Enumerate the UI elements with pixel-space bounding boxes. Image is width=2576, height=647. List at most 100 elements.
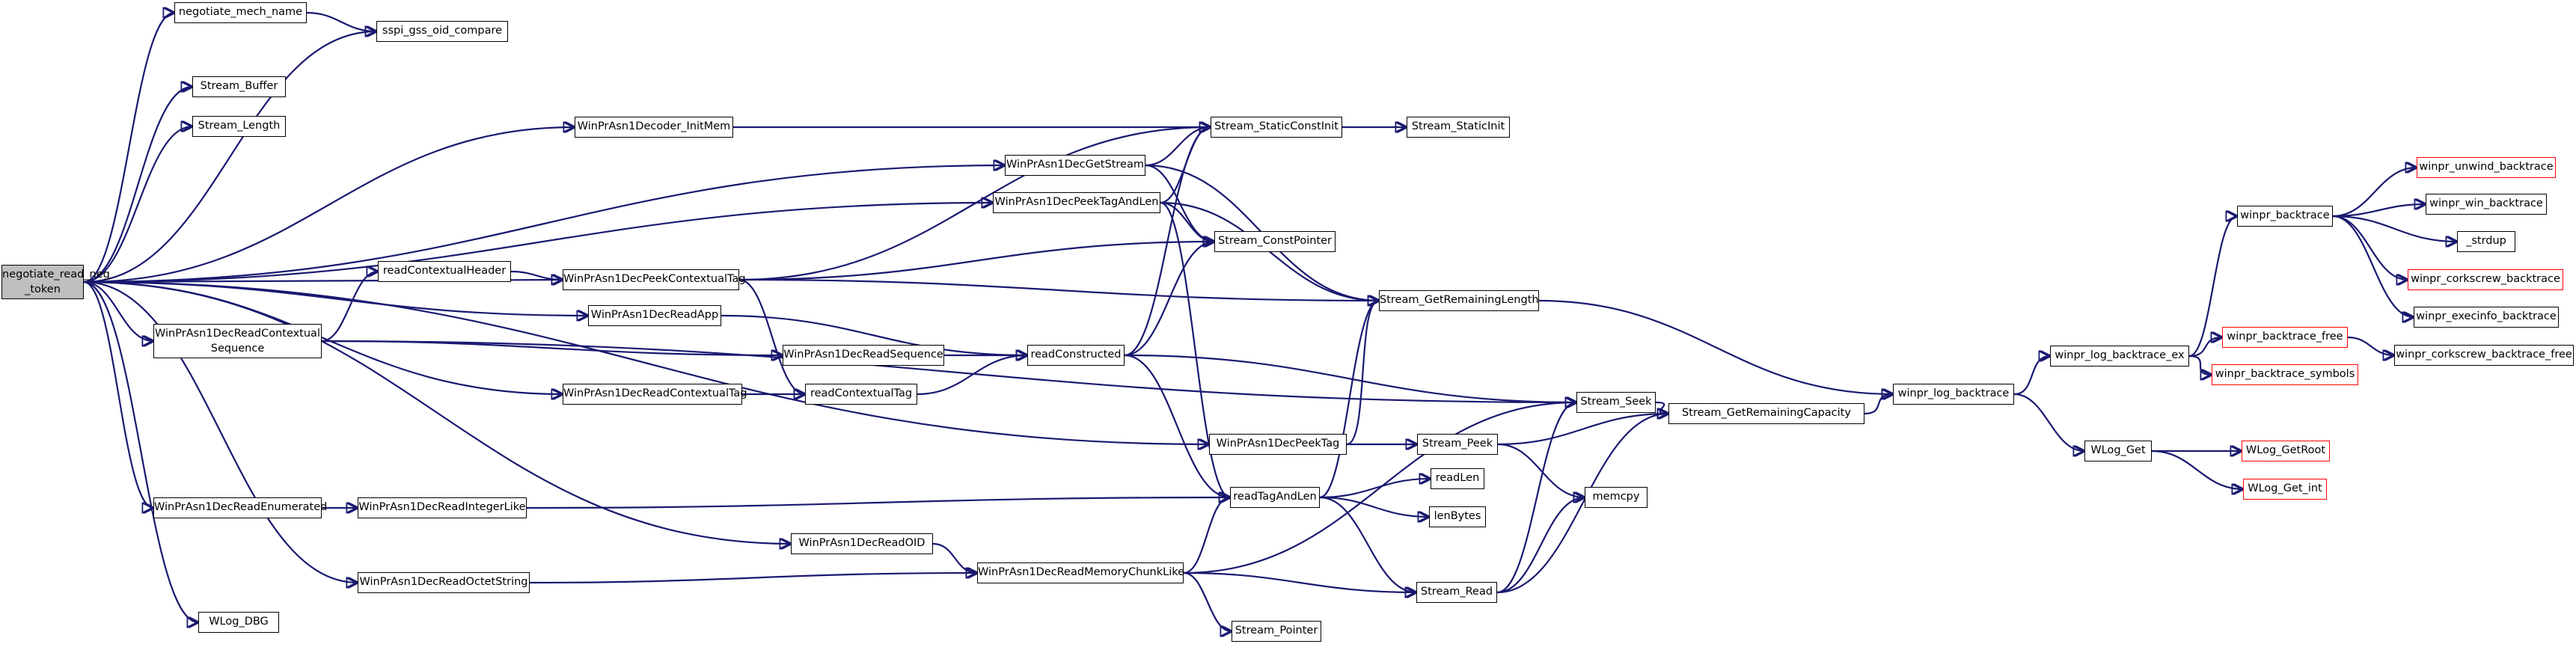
node-negotiate-mech-name[interactable]: negotiate_mech_name	[174, 2, 307, 23]
node-winpr-corkscrew-backtrace-free[interactable]: winpr_corkscrew_backtrace_free	[2394, 345, 2574, 366]
node-winprasn1-dec-peek-tag-and-len[interactable]: WinPrAsn1DecPeekTagAndLen	[993, 192, 1160, 213]
node-winpr-unwind-backtrace[interactable]: winpr_unwind_backtrace	[2417, 157, 2556, 178]
edge-readTagAndLen-to-readLen	[1319, 479, 1431, 499]
node-label: winpr_log_backtrace_ex	[2055, 349, 2185, 361]
node-read-contextual-header[interactable]: readContextualHeader	[378, 261, 511, 282]
node-stream-static-init[interactable]: Stream_StaticInit	[1407, 117, 1510, 138]
node-winpr-backtrace-free[interactable]: winpr_backtrace_free	[2222, 327, 2348, 348]
node-label: Stream_ConstPointer	[1217, 235, 1333, 247]
node-label: sspi_gss_oid_compare	[382, 25, 503, 37]
node-winprasn1-dec-read-app[interactable]: WinPrAsn1DecReadApp	[588, 305, 721, 326]
node-stream-peek[interactable]: Stream_Peek	[1417, 434, 1498, 455]
node-winprasn1-dec-read-integer-like[interactable]: WinPrAsn1DecReadIntegerLike	[358, 497, 527, 518]
edge-root-to-Stream_Buffer	[83, 87, 192, 283]
node-label: readLen	[1435, 472, 1480, 484]
node-strdup[interactable]: _strdup	[2457, 231, 2515, 252]
edge-readContextualHeader-to-WinPrAsn1DecPeekContextualTag	[510, 270, 563, 280]
node-label: readContextualTag	[810, 387, 913, 399]
node-winpr-win-backtrace[interactable]: winpr_win_backtrace	[2426, 194, 2547, 215]
edge-winpr_log_backtrace_ex-to-winpr_backtrace_free	[2188, 337, 2223, 358]
node-winpr-execinfo-backtrace[interactable]: winpr_execinfo_backtrace	[2414, 307, 2559, 328]
edge-root-to-WinPrAsn1DecPeekTagAndLen	[83, 203, 993, 283]
node-wlog-get[interactable]: WLog_Get	[2084, 441, 2152, 462]
node-winpr-backtrace-symbols[interactable]: winpr_backtrace_symbols	[2212, 364, 2358, 385]
node-winpr-backtrace[interactable]: winpr_backtrace	[2237, 206, 2333, 227]
node-stream-seek[interactable]: Stream_Seek	[1576, 392, 1656, 413]
node-winprasn1-dec-peek-contextual-tag[interactable]: WinPrAsn1DecPeekContextualTag	[563, 269, 746, 290]
node-stream-get-remaining-capacity[interactable]: Stream_GetRemainingCapacity	[1668, 403, 1864, 424]
node-winprasn1-dec-read-sequence[interactable]: WinPrAsn1DecReadSequence	[783, 345, 944, 366]
node-sspi-gss-oid-compare[interactable]: sspi_gss_oid_compare	[376, 21, 508, 42]
edge-readConstructed-to-Stream_ConstPointer	[1124, 242, 1215, 357]
node-read-contextual-tag[interactable]: readContextualTag	[805, 384, 917, 405]
edge-winpr_backtrace-to-_strdup	[2332, 215, 2457, 242]
node-winpr-log-backtrace-ex[interactable]: winpr_log_backtrace_ex	[2050, 346, 2189, 367]
edge-readConstructed-to-Stream_Seek	[1124, 354, 1576, 402]
node-label: WLog_GetRoot	[2245, 444, 2326, 456]
node-read-len[interactable]: readLen	[1431, 468, 1484, 489]
edge-root-to-WinPrAsn1Decoder_InitMem	[83, 127, 575, 283]
node-winprasn1-dec-peek-tag[interactable]: WinPrAsn1DecPeekTag	[1209, 434, 1347, 455]
node-label: Stream_Length	[198, 120, 281, 132]
node-stream-pointer[interactable]: Stream_Pointer	[1232, 621, 1321, 642]
edge-WinPrAsn1DecReadMemoryChunkLike-to-Stream_Pointer	[1183, 571, 1232, 631]
edge-winpr_log_backtrace_ex-to-winpr_backtrace_symbols	[2188, 355, 2212, 375]
edge-readContextualTag-to-readConstructed	[917, 355, 1027, 396]
edge-winpr_backtrace-to-winpr_win_backtrace	[2332, 204, 2426, 218]
node-memcpy[interactable]: memcpy	[1585, 487, 1648, 508]
node-stream-static-const-init[interactable]: Stream_StaticConstInit	[1211, 117, 1342, 138]
node-label: Stream_Pointer	[1235, 625, 1318, 637]
edge-Stream_Read-to-Stream_Seek	[1496, 402, 1577, 594]
edge-winpr_backtrace_free-to-winpr_corkscrew_backtrace_free	[2347, 336, 2394, 355]
edge-root-to-Stream_Length	[83, 126, 192, 283]
node-read-tag-and-len[interactable]: readTagAndLen	[1230, 487, 1320, 508]
node-stream-get-remaining-length[interactable]: Stream_GetRemainingLength	[1379, 290, 1539, 311]
node-winprasn1-dec-read-contextual-sequence[interactable]: WinPrAsn1DecReadContextual Sequence	[153, 324, 322, 358]
node-label: winpr_execinfo_backtrace	[2416, 310, 2557, 322]
edge-root-to-WinPrAsn1DecReadEnumerated	[83, 280, 154, 508]
node-label: winpr_backtrace	[2240, 209, 2330, 221]
edge-Stream_GetRemainingLength-to-winpr_log_backtrace	[1538, 299, 1893, 394]
node-wlog-dbg[interactable]: WLog_DBG	[198, 612, 279, 633]
edge-root-to-WinPrAsn1DecPeekTag	[83, 280, 1209, 444]
node-winpr-corkscrew-backtrace[interactable]: winpr_corkscrew_backtrace	[2408, 269, 2563, 290]
edge-root-to-WinPrAsn1DecReadContextualSequence	[83, 280, 154, 341]
node-label: Stream_Read	[1420, 586, 1493, 598]
node-label: Stream_StaticConstInit	[1214, 120, 1339, 132]
edge-WLog_Get-to-WLog_Get_int	[2151, 450, 2243, 489]
edge-WinPrAsn1DecReadOctetString-to-WinPrAsn1DecReadMemoryChunkLike	[529, 573, 977, 584]
node-winprasn1-dec-read-oid[interactable]: WinPrAsn1DecReadOID	[791, 533, 933, 554]
node-wlog-get-int[interactable]: WLog_Get_int	[2243, 479, 2327, 500]
node-wlog-getroot[interactable]: WLog_GetRoot	[2242, 441, 2330, 462]
node-label: WinPrAsn1DecReadSequence	[783, 349, 943, 361]
edge-winpr_backtrace-to-winpr_corkscrew_backtrace	[2332, 215, 2408, 280]
node-stream-buffer[interactable]: Stream_Buffer	[192, 76, 286, 97]
node-label: winpr_corkscrew_backtrace_free	[2396, 349, 2572, 361]
edge-Stream_Peek-to-Stream_GetRemainingCapacity	[1497, 414, 1668, 446]
node-len-bytes[interactable]: lenBytes	[1429, 506, 1486, 527]
node-label: winpr_backtrace_free	[2227, 331, 2343, 343]
node-label: negotiate_mech_name	[178, 6, 303, 18]
node-label: winpr_backtrace_symbols	[2215, 368, 2355, 380]
edge-winpr_log_backtrace-to-winpr_log_backtrace_ex	[2013, 356, 2051, 396]
node-stream-read[interactable]: Stream_Read	[1416, 582, 1497, 603]
node-winprasn1-dec-read-enumerated[interactable]: WinPrAsn1DecReadEnumerated	[153, 497, 327, 518]
node-winprasn1-decoder-initmem[interactable]: WinPrAsn1Decoder_InitMem	[575, 117, 733, 138]
node-winprasn1-dec-read-octet-string[interactable]: WinPrAsn1DecReadOctetString	[358, 572, 530, 593]
node-label: WinPrAsn1DecReadIntegerLike	[358, 501, 526, 513]
node-read-constructed[interactable]: readConstructed	[1027, 345, 1125, 366]
edge-WinPrAsn1DecPeekContextualTag-to-Stream_GetRemainingLength	[738, 278, 1379, 301]
node-label: WLog_Get_int	[2248, 482, 2322, 494]
node-winprasn1-dec-read-contextual-tag[interactable]: WinPrAsn1DecReadContextualTag	[563, 384, 747, 405]
node-winprasn1-dec-get-stream[interactable]: WinPrAsn1DecGetStream	[1005, 155, 1145, 176]
edge-WinPrAsn1DecReadContextualSequence-to-readContextualHeader	[321, 272, 379, 343]
node-negotiate-read-neg-token: negotiate_read_neg _token	[1, 265, 110, 299]
node-label: WinPrAsn1DecReadContextualTag	[563, 387, 747, 399]
node-winprasn1-dec-read-memory-chunk-like[interactable]: WinPrAsn1DecReadMemoryChunkLike	[977, 562, 1184, 583]
node-stream-const-pointer[interactable]: Stream_ConstPointer	[1214, 231, 1336, 252]
node-stream-length[interactable]: Stream_Length	[192, 116, 286, 137]
node-winpr-log-backtrace[interactable]: winpr_log_backtrace	[1893, 384, 2014, 405]
edge-WinPrAsn1DecReadMemoryChunkLike-to-Stream_Read	[1183, 571, 1416, 592]
